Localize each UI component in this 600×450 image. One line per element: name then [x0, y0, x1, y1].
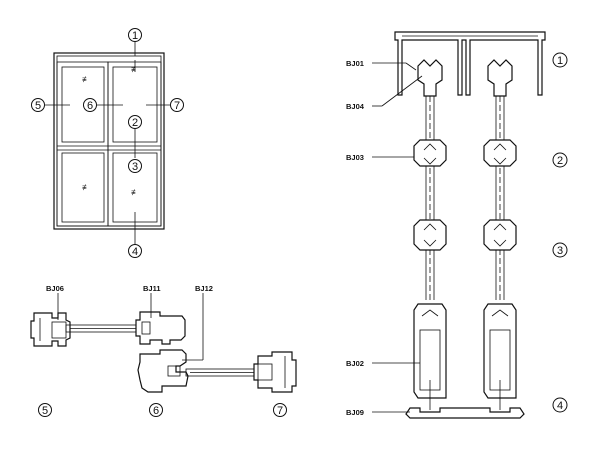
right-sash	[107, 61, 162, 227]
label-bj12: BJ12	[195, 284, 213, 293]
profile-right-jamb	[253, 351, 297, 393]
svg-text:3: 3	[557, 245, 563, 257]
marker-5: 5	[31, 98, 45, 112]
svg-text:2: 2	[557, 155, 563, 167]
label-bj04: BJ04	[346, 102, 365, 111]
left-sash-column	[413, 59, 447, 410]
vertical-marker-3: 3	[552, 242, 568, 258]
marker-1: 1	[128, 28, 142, 42]
svg-text:7: 7	[174, 100, 180, 112]
label-bj03: BJ03	[346, 153, 364, 162]
section-marker-5: 5	[38, 403, 52, 417]
svg-text:6: 6	[87, 100, 93, 112]
marker-4: 4	[128, 244, 142, 258]
vertical-marker-4: 4	[552, 397, 568, 413]
horizontal-section	[30, 293, 297, 393]
label-bj09: BJ09	[346, 408, 364, 417]
marker-3: 3	[128, 159, 142, 173]
svg-text:4: 4	[557, 400, 563, 412]
marker-6: 6	[83, 98, 97, 112]
svg-text:4: 4	[132, 246, 138, 258]
marker-2: 2	[128, 115, 142, 129]
left-sash	[56, 61, 109, 227]
glass-mark: ≢	[131, 188, 139, 197]
profile-bj09	[405, 407, 525, 419]
label-bj02: BJ02	[346, 359, 364, 368]
vertical-section	[372, 31, 546, 419]
marker-7: 7	[170, 98, 184, 112]
svg-text:5: 5	[42, 405, 48, 417]
svg-text:1: 1	[557, 55, 563, 67]
label-bj01: BJ01	[346, 59, 364, 68]
vertical-marker-2: 2	[552, 152, 568, 168]
vertical-marker-1: 1	[552, 52, 568, 68]
front-elevation: ≢ ≢ ≢ ≢	[45, 40, 170, 244]
label-bj11: BJ11	[143, 284, 161, 293]
svg-text:7: 7	[277, 405, 283, 417]
svg-text:2: 2	[132, 117, 138, 129]
glass-mark: ≢	[82, 183, 90, 192]
profile-bj06	[30, 312, 71, 347]
profile-bj11	[135, 311, 186, 345]
svg-text:5: 5	[35, 100, 41, 112]
svg-text:3: 3	[132, 161, 138, 173]
section-marker-7: 7	[273, 403, 287, 417]
svg-text:6: 6	[153, 405, 159, 417]
right-sash-column	[483, 59, 517, 410]
profile-bj12	[137, 349, 189, 393]
profile-bj01	[394, 31, 546, 96]
svg-text:1: 1	[132, 30, 138, 42]
glass-mark: ≢	[82, 75, 90, 84]
label-bj06: BJ06	[46, 284, 64, 293]
section-marker-6: 6	[149, 403, 163, 417]
